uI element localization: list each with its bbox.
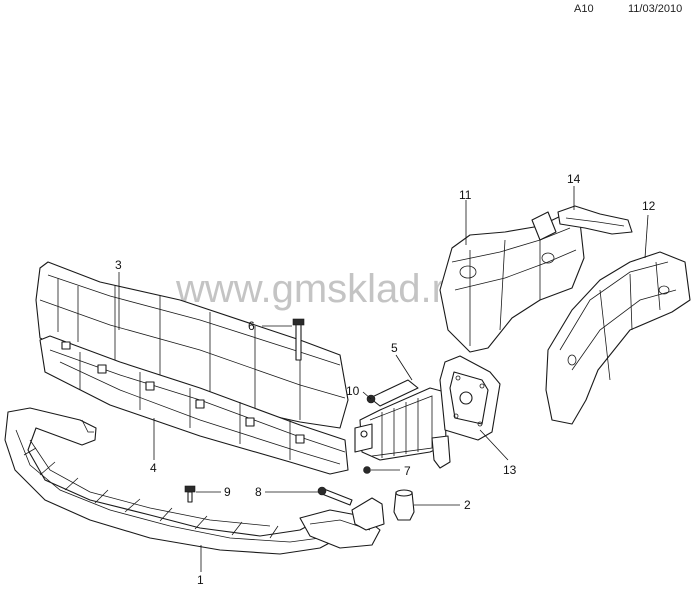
callout-3: 3 bbox=[115, 258, 122, 272]
bolt-6 bbox=[292, 318, 305, 361]
callout-6: 6 bbox=[248, 319, 255, 333]
callout-7: 7 bbox=[404, 464, 411, 478]
diagram-code: A10 bbox=[574, 3, 594, 15]
part-13-plate bbox=[439, 355, 501, 441]
callout-12: 12 bbox=[642, 199, 656, 213]
callout-13: 13 bbox=[503, 463, 517, 477]
leader-lines bbox=[118, 186, 649, 572]
bolt-7 bbox=[363, 466, 371, 474]
callout-10: 10 bbox=[346, 384, 360, 398]
part-11-frame-rail bbox=[439, 211, 585, 353]
callout-4: 4 bbox=[150, 461, 157, 475]
diagram-date: 11/03/2010 bbox=[628, 3, 683, 15]
part-5-crush-box bbox=[354, 379, 451, 469]
callout-11: 11 bbox=[459, 188, 472, 202]
part-14-bracket bbox=[557, 205, 633, 235]
callout-1: 1 bbox=[197, 573, 204, 587]
part-1-lower-support bbox=[4, 407, 336, 555]
bolt-8 bbox=[317, 486, 353, 506]
callout-8: 8 bbox=[255, 485, 262, 499]
callout-14: 14 bbox=[567, 172, 581, 186]
callout-2: 2 bbox=[464, 498, 471, 512]
callout-5: 5 bbox=[391, 341, 398, 355]
part-2-bracket bbox=[299, 489, 415, 549]
clip-9 bbox=[184, 485, 196, 503]
part-4-absorber-lower bbox=[39, 335, 349, 475]
callout-9: 9 bbox=[224, 485, 231, 499]
watermark: www.gmsklad.ru bbox=[175, 267, 467, 311]
part-12-apron bbox=[545, 251, 691, 425]
